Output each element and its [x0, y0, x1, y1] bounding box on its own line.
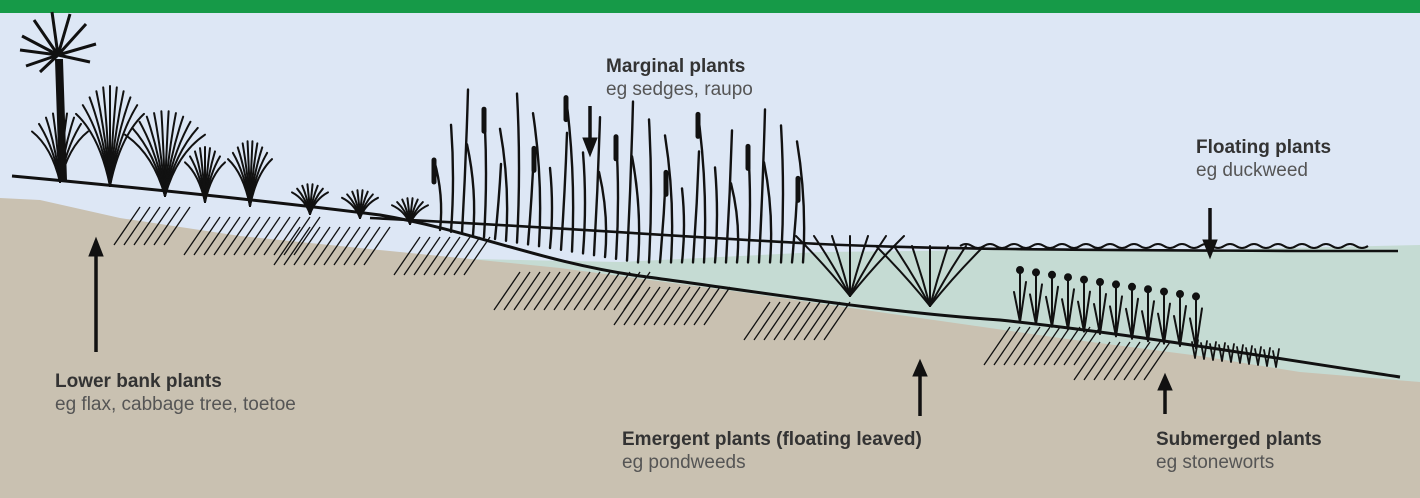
lower-bank-plants-name: Lower bank plants: [55, 370, 296, 393]
header-bar: [0, 0, 1420, 13]
stonewort-whorl: [1033, 269, 1040, 276]
emergent-plants-examples: eg pondweeds: [622, 451, 922, 474]
submerged-plants-examples: eg stoneworts: [1156, 451, 1322, 474]
floating-plants-name: Floating plants: [1196, 136, 1331, 159]
marginal-plants-name: Marginal plants: [606, 55, 753, 78]
stonewort-whorl: [1065, 274, 1072, 281]
stonewort-whorl: [1161, 288, 1168, 295]
label-submerged-plants: Submerged plants eg stoneworts: [1156, 428, 1322, 474]
lower-bank-plants-examples: eg flax, cabbage tree, toetoe: [55, 393, 296, 416]
label-lower-bank-plants: Lower bank plants eg flax, cabbage tree,…: [55, 370, 296, 416]
floating-plants-examples: eg duckweed: [1196, 159, 1331, 182]
stonewort-whorl: [1017, 267, 1024, 274]
stonewort-whorl: [1049, 271, 1056, 278]
stonewort-whorl: [1145, 286, 1152, 293]
stonewort-whorl: [1193, 293, 1200, 300]
stonewort-whorl: [1177, 291, 1184, 298]
stonewort-whorl: [1129, 283, 1136, 290]
emergent-plants-name: Emergent plants (floating leaved): [622, 428, 922, 451]
stonewort-whorl: [1097, 279, 1104, 286]
submerged-plants-name: Submerged plants: [1156, 428, 1322, 451]
marginal-plants-examples: eg sedges, raupo: [606, 78, 753, 101]
stonewort-whorl: [1081, 276, 1088, 283]
label-marginal-plants: Marginal plants eg sedges, raupo: [606, 55, 753, 101]
label-emergent-plants: Emergent plants (floating leaved) eg pon…: [622, 428, 922, 474]
stonewort-whorl: [1113, 281, 1120, 288]
label-floating-plants: Floating plants eg duckweed: [1196, 136, 1331, 182]
